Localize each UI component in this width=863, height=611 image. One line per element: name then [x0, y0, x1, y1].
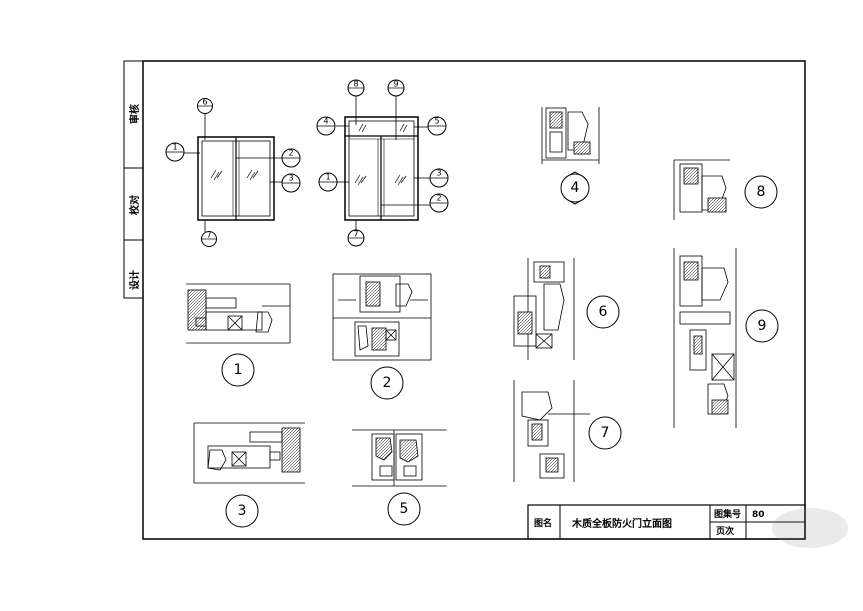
section-tag-2: 2	[281, 148, 301, 168]
title-block	[527, 504, 806, 540]
detail-8-label: 8	[757, 184, 766, 200]
section-tag-9-label: 9	[393, 80, 398, 89]
drawing-title: 木质全板防火门立面图	[571, 517, 672, 530]
elevation-b-tags: 8 9 4 1 5 3 2 7	[316, 79, 449, 247]
detail-4-drawing	[541, 107, 600, 164]
detail-8-drawing	[673, 159, 730, 220]
detail-9-drawing	[673, 248, 737, 428]
section-tag-5: 5	[427, 116, 447, 136]
section-tag-4: 4	[316, 116, 336, 136]
detail-6-tag: 6	[586, 295, 620, 329]
detail-7-tag: 7	[588, 416, 622, 450]
section-tag-2-label: 2	[288, 149, 293, 158]
detail-1-label: 1	[234, 362, 243, 378]
elevation-a	[184, 113, 282, 232]
title-name-label: 图名	[534, 517, 552, 529]
page-label: 页次	[716, 525, 734, 537]
detail-2-tag: 2	[370, 366, 404, 400]
watermark	[772, 508, 848, 548]
signature-strip: 审核 校对 设计	[123, 60, 144, 299]
sheet-border	[142, 60, 806, 540]
detail-9-label: 9	[758, 318, 767, 334]
section-tag-7b-label: 7	[353, 230, 358, 239]
side-label-design: 设计	[128, 270, 141, 290]
detail-3-tag: 3	[225, 494, 259, 528]
detail-6-label: 6	[599, 304, 608, 320]
detail-3-label: 3	[238, 503, 247, 519]
section-tag-1: 1	[165, 142, 185, 162]
section-tag-6-label: 6	[202, 98, 207, 107]
detail-8-tag: 8	[744, 175, 778, 209]
section-tag-2b-label: 2	[436, 194, 441, 203]
section-tag-8: 8	[347, 79, 365, 97]
detail-4-tag: 4	[560, 171, 590, 205]
detail-5-drawing	[352, 429, 447, 487]
section-tag-2b: 2	[429, 193, 449, 213]
section-tag-1-label: 1	[172, 143, 177, 152]
elevation-b	[336, 96, 430, 230]
section-tag-1b-label: 1	[325, 173, 330, 182]
detail-5-label: 5	[400, 501, 409, 517]
section-tag-3b: 3	[429, 168, 449, 188]
detail-7-label: 7	[601, 425, 610, 441]
elevation-a-tags: 6 7 1 2 3	[165, 98, 301, 247]
side-label-review: 审核	[128, 104, 141, 124]
detail-2-label: 2	[383, 375, 392, 391]
detail-1-tag: 1	[221, 353, 255, 387]
section-tag-3b-label: 3	[436, 169, 441, 178]
detail-9-tag: 9	[745, 309, 779, 343]
section-tag-9: 9	[387, 79, 405, 97]
side-label-check: 校对	[128, 195, 141, 215]
detail-7-drawing	[513, 380, 590, 482]
section-tag-6: 6	[197, 98, 213, 114]
section-tag-7b: 7	[347, 229, 365, 247]
section-tag-7: 7	[201, 231, 217, 247]
section-tag-1b: 1	[318, 172, 338, 192]
section-tag-3-label: 3	[288, 174, 293, 183]
detail-2-drawing	[332, 273, 432, 361]
detail-1-drawing	[186, 283, 291, 344]
detail-5-tag: 5	[387, 492, 421, 526]
detail-3-drawing	[193, 422, 305, 484]
drawing-no-label: 图集号	[714, 508, 741, 520]
detail-4-label: 4	[571, 180, 580, 196]
section-tag-8-label: 8	[353, 80, 358, 89]
detail-6-drawing	[513, 258, 575, 360]
section-tag-4-label: 4	[323, 117, 328, 126]
section-tag-7-label: 7	[206, 231, 211, 240]
section-tag-3: 3	[281, 173, 301, 193]
drawing-no-value: 80	[752, 510, 765, 520]
section-tag-5-label: 5	[434, 117, 439, 126]
